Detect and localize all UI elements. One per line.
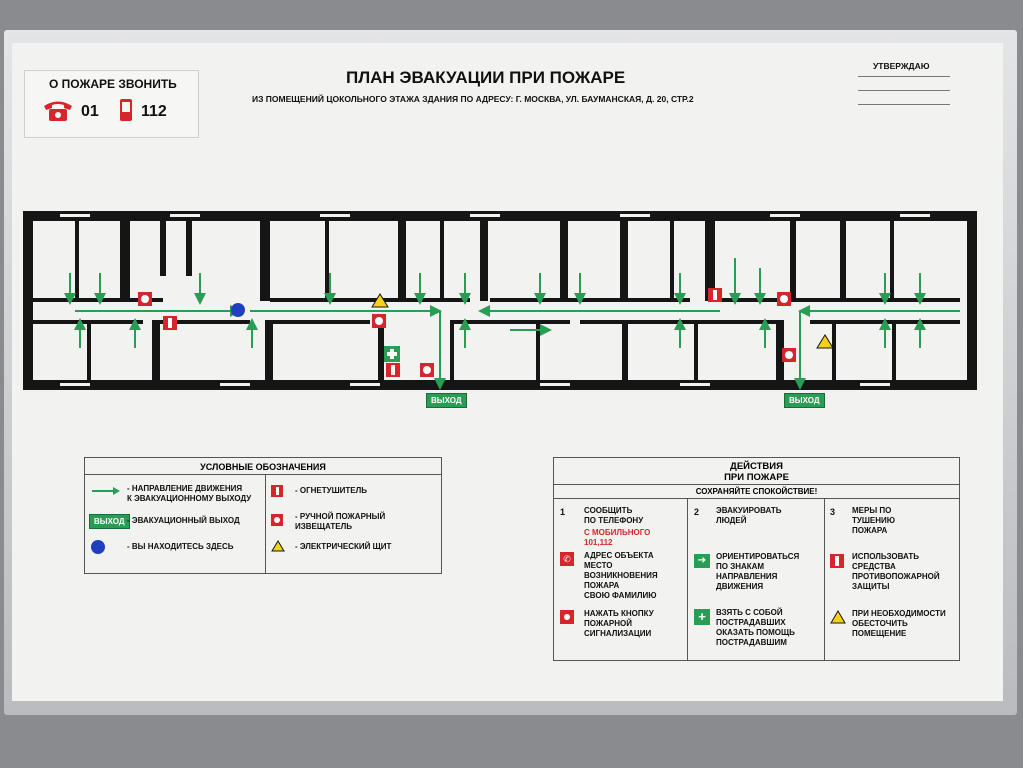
window-marks xyxy=(60,214,930,386)
plan-subtitle: ИЗ ПОМЕЩЕНИЙ ЦОКОЛЬНОГО ЭТАЖА ЗДАНИЯ ПО … xyxy=(252,94,694,104)
fire-alarm-markers xyxy=(138,292,796,377)
signature-line xyxy=(858,90,950,91)
phone-icon xyxy=(44,101,72,121)
fire-alarm-button-icon xyxy=(560,610,574,624)
approve-label: УТВЕРЖДАЮ xyxy=(873,61,930,71)
legend-extinguisher-label: - ОГНЕТУШИТЕЛЬ xyxy=(295,486,367,495)
action-col3-step1: ИСПОЛЬЗОВАТЬ СРЕДСТВА ПРОТИВОПОЖАРНОЙ ЗА… xyxy=(852,552,940,591)
arrow-icon xyxy=(92,487,120,495)
action-col2-number: 2 xyxy=(694,507,700,517)
landline-number: 01 xyxy=(81,103,99,120)
legend-here-label: - ВЫ НАХОДИТЕСЬ ЗДЕСЬ xyxy=(127,542,234,551)
evacuation-plan-board xyxy=(12,43,1003,701)
extinguisher-icon xyxy=(271,485,283,497)
actions-title: ДЕЙСТВИЯ ПРИ ПОЖАРЕ xyxy=(724,461,789,483)
exit-label: ВЫХОД xyxy=(426,393,467,408)
signature-line xyxy=(858,104,950,105)
electric-panel-icon xyxy=(271,540,285,552)
signature-line xyxy=(858,76,950,77)
legend-exit-badge: ВЫХОД xyxy=(89,514,130,529)
evacuation-arrows xyxy=(64,258,960,390)
interior-walls xyxy=(33,221,960,380)
action-col1-step1: АДРЕС ОБЪЕКТА МЕСТО ВОЗНИКНОВЕНИЯ ПОЖАРА… xyxy=(584,551,658,600)
action-col1-number: 1 xyxy=(560,507,566,517)
action-col1-step2: НАЖАТЬ КНОПКУ ПОЖАРНОЙ СИГНАЛИЗАЦИИ xyxy=(584,609,654,638)
action-col1-head: СООБЩИТЬ ПО ТЕЛЕФОНУ xyxy=(584,506,644,525)
action-col3-step2: ПРИ НЕОБХОДИМОСТИ ОБЕСТОЧИТЬ ПОМЕЩЕНИЕ xyxy=(852,609,946,638)
fire-call-box: О ПОЖАРЕ ЗВОНИТЬ 01 112 xyxy=(24,70,199,138)
electric-panel-markers xyxy=(371,293,834,349)
action-col3-number: 3 xyxy=(830,507,836,517)
you-are-here-marker xyxy=(231,303,245,317)
phone-small-icon: ✆ xyxy=(560,552,574,566)
mobile-phone-icon xyxy=(120,99,132,121)
direction-arrow-icon: ➔ xyxy=(694,554,710,568)
extinguisher-small-icon xyxy=(830,554,844,568)
legend-direction-label: - НАПРАВЛЕНИЕ ДВИЖЕНИЯ К ЭВАКУАЦИОННОМУ … xyxy=(127,484,252,503)
legend-table: УСЛОВНЫЕ ОБОЗНАЧЕНИЯ - НАПРАВЛЕНИЕ ДВИЖЕ… xyxy=(84,457,442,574)
you-are-here-icon xyxy=(91,540,105,554)
action-col3-head: МЕРЫ ПО ТУШЕНИЮ ПОЖАРА xyxy=(852,506,896,535)
first-aid-icon: + xyxy=(694,609,710,625)
electric-hazard-icon xyxy=(830,610,846,624)
mobile-number: 112 xyxy=(141,103,167,120)
fire-call-title: О ПОЖАРЕ ЗВОНИТЬ xyxy=(49,77,177,91)
extinguisher-markers xyxy=(163,288,722,377)
actions-subtitle: СОХРАНЯЙТЕ СПОКОЙСТВИЕ! xyxy=(695,487,818,496)
floor-plan xyxy=(23,211,977,390)
action-col2-step1: ОРИЕНТИРОВАТЬСЯ ПО ЗНАКАМ НАПРАВЛЕНИЯ ДВ… xyxy=(716,552,800,591)
action-col2-step2: ВЗЯТЬ С СОБОЙ ПОСТРАДАВШИХ ОКАЗАТЬ ПОМОЩ… xyxy=(716,608,795,647)
legend-alarm-label: - РУЧНОЙ ПОЖАРНЫЙ ИЗВЕЩАТЕЛЬ xyxy=(295,512,386,531)
action-col2-head: ЭВАКУИРОВАТЬ ЛЮДЕЙ xyxy=(716,506,782,525)
fire-alarm-icon xyxy=(271,514,283,526)
legend-title: УСЛОВНЫЕ ОБОЗНАЧЕНИЯ xyxy=(200,462,326,472)
action-col1-mobile: С МОБИЛЬНОГО 101,112 xyxy=(584,528,651,547)
legend-panel-label: - ЭЛЕКТРИЧЕСКИЙ ЩИТ xyxy=(295,542,392,551)
actions-table: ДЕЙСТВИЯ ПРИ ПОЖАРЕ СОХРАНЯЙТЕ СПОКОЙСТВ… xyxy=(553,457,960,661)
first-aid-marker xyxy=(384,346,400,362)
plan-title: ПЛАН ЭВАКУАЦИИ ПРИ ПОЖАРЕ xyxy=(346,68,626,87)
exit-label: ВЫХОД xyxy=(784,393,825,408)
legend-exit-label: - ЭВАКУАЦИОННЫЙ ВЫХОД xyxy=(127,516,240,525)
